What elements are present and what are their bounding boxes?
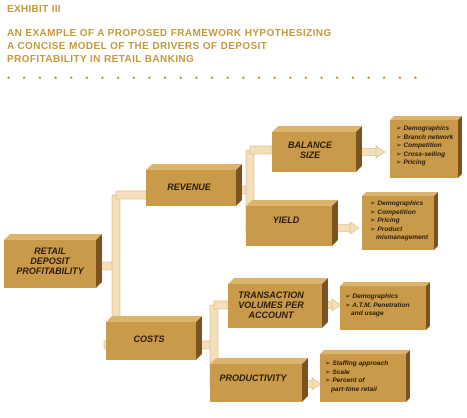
- box-transaction-side: [322, 278, 328, 328]
- node-balance-size: BALANCE SIZE: [270, 140, 350, 160]
- box-drivers-productivity-side: [406, 350, 410, 402]
- box-drivers-transaction-side: [426, 282, 430, 330]
- box-drivers-transaction-top: [340, 282, 430, 286]
- driver-item: mismanagement: [376, 234, 429, 242]
- drivers-yield: ➢ Demographics ➢ Competition ➢ Pricing ➢…: [370, 200, 428, 243]
- driver-item: ➢ Staffing approach: [325, 360, 389, 367]
- driver-item: ➢ Pricing: [396, 159, 426, 167]
- arrow-transaction-drivers: [331, 298, 342, 312]
- driver-item: part-time retail: [331, 385, 377, 393]
- node-transaction-volumes: TRANSACTION VOLUMES PER ACCOUNT: [226, 290, 316, 320]
- node-costs: COSTS: [106, 334, 192, 344]
- node-productivity: PRODUCTIVITY: [208, 373, 298, 383]
- box-drivers-productivity-top: [320, 350, 410, 354]
- box-costs-side: [196, 316, 202, 360]
- arrow-balance-drivers: [375, 145, 386, 159]
- node-revenue: REVENUE: [146, 182, 232, 192]
- box-root-front: [4, 240, 96, 288]
- boxes: [4, 116, 462, 402]
- driver-item: ➢ Pricing: [370, 217, 400, 225]
- driver-item: ➢ Product: [370, 225, 403, 233]
- root-label-1: RETAIL: [34, 246, 66, 256]
- driver-item: ➢ Competition: [370, 208, 416, 216]
- exhibit-label: EXHIBIT III: [7, 4, 61, 15]
- transaction-label-3: ACCOUNT: [248, 310, 294, 320]
- box-drivers-balance-side: [458, 116, 462, 178]
- connector-to-balance: [249, 145, 273, 155]
- box-balance-size-side: [356, 126, 362, 172]
- box-revenue-top: [146, 164, 242, 170]
- drivers-productivity: ➢ Staffing approach ➢ Scale ➢ Percent of…: [325, 360, 388, 394]
- connector-to-revenue: [115, 190, 147, 200]
- box-drivers-balance-top: [390, 116, 462, 120]
- box-drivers-balance-front: [390, 120, 458, 178]
- driver-item: ➢ Cross-selling: [396, 150, 446, 158]
- productivity-label: PRODUCTIVITY: [219, 373, 287, 383]
- box-yield-front: [246, 206, 332, 246]
- node-retail-deposit-profitability: RETAIL DEPOSIT PROFITABILITY: [6, 246, 94, 276]
- title-line-3: PROFITABILITY IN RETAIL BANKING: [7, 54, 195, 65]
- driver-item: ➢ Scale: [325, 368, 350, 376]
- arrow-yield-drivers: [349, 221, 360, 235]
- node-yield: YIELD: [246, 215, 326, 225]
- box-revenue-side: [236, 164, 242, 206]
- costs-label: COSTS: [133, 334, 165, 344]
- root-label-2: DEPOSIT: [30, 256, 70, 266]
- box-transaction-front: [228, 284, 322, 328]
- box-drivers-yield-top: [362, 192, 438, 196]
- box-yield-side: [332, 200, 338, 246]
- dotted-divider: • • • • • • • • • • • • • • • • • • • • …: [7, 73, 423, 83]
- title-line-1: AN EXAMPLE OF A PROPOSED FRAMEWORK HYPOT…: [7, 28, 332, 39]
- drivers-transaction-volumes: ➢ Demographics ➢ A.T.M. Penetration and …: [345, 293, 410, 319]
- box-drivers-transaction-front: [340, 286, 426, 330]
- box-balance-size-front: [272, 132, 356, 172]
- transaction-label-1: TRANSACTION: [238, 290, 304, 300]
- driver-item: and usage: [351, 310, 384, 318]
- driver-item: ➢ Branch network: [396, 133, 454, 141]
- driver-item: ➢ Competition: [396, 142, 442, 150]
- box-revenue-front: [146, 170, 236, 206]
- balance-size-label-2: SIZE: [299, 150, 320, 160]
- balance-size-label-1: BALANCE: [288, 140, 332, 150]
- yield-label: YIELD: [272, 215, 300, 225]
- driver-item: ➢ Demographics: [370, 200, 424, 207]
- box-productivity-side: [302, 358, 308, 402]
- box-productivity-front: [210, 364, 302, 402]
- box-root-top: [4, 234, 102, 240]
- driver-item: ➢ Demographics: [345, 293, 399, 300]
- revenue-label: REVENUE: [167, 182, 211, 192]
- box-drivers-yield-front: [362, 196, 434, 250]
- box-costs-front: [106, 322, 196, 360]
- box-yield-top: [246, 200, 338, 206]
- driver-item: ➢ Demographics: [396, 125, 450, 132]
- box-productivity-top: [210, 358, 308, 364]
- driver-item: ➢ A.T.M. Penetration: [345, 301, 410, 309]
- drivers-balance-size: ➢ Demographics ➢ Branch network ➢ Compet…: [396, 125, 453, 168]
- box-balance-size-top: [272, 126, 362, 132]
- transaction-label-2: VOLUMES PER: [238, 300, 304, 310]
- box-costs-top: [106, 316, 202, 322]
- root-label-3: PROFITABILITY: [16, 266, 84, 276]
- arrow-productivity-drivers: [311, 377, 322, 391]
- driver-item: ➢ Percent of: [325, 377, 365, 385]
- box-root-side: [96, 234, 102, 288]
- box-drivers-productivity-front: [320, 354, 406, 402]
- box-drivers-yield-side: [434, 192, 438, 250]
- box-transaction-top: [228, 278, 328, 284]
- exhibit-title: AN EXAMPLE OF A PROPOSED FRAMEWORK HYPOT…: [7, 27, 447, 66]
- title-line-2: A CONCISE MODEL OF THE DRIVERS OF DEPOSI…: [7, 41, 268, 52]
